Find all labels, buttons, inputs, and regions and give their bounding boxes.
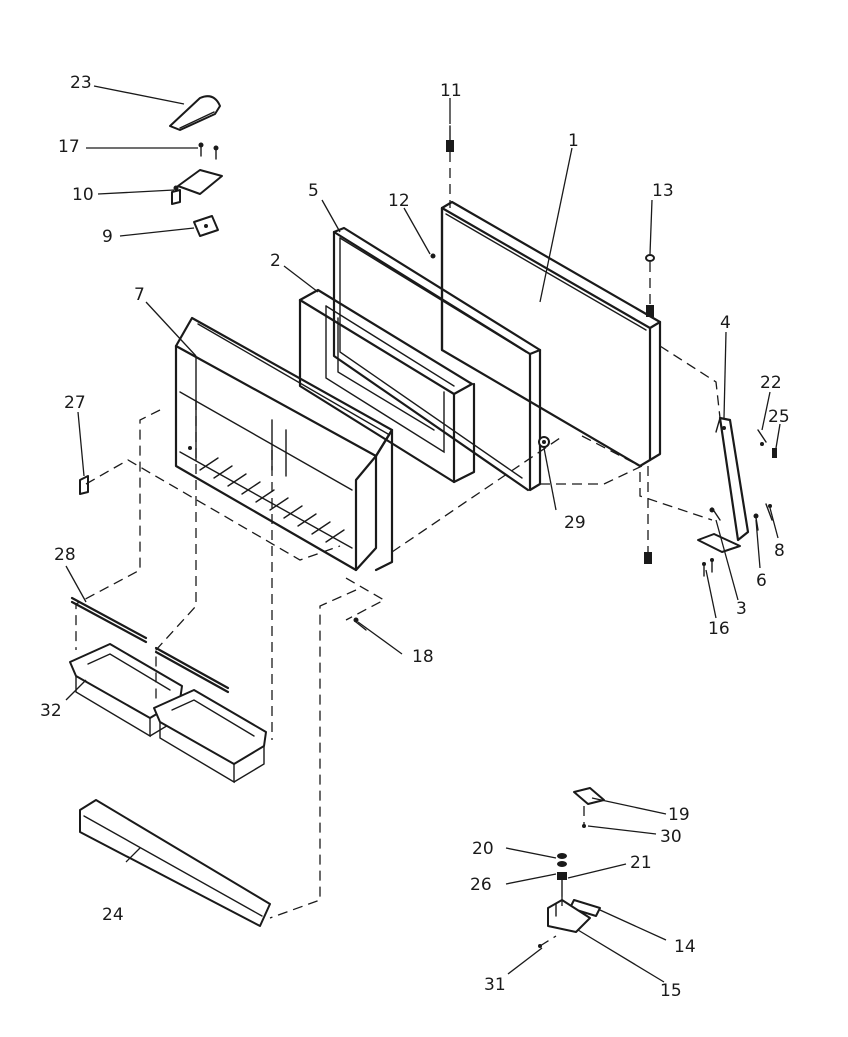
part-12-door-stop[interactable]: [430, 253, 436, 259]
part-28-bin-rail-2[interactable]: [154, 646, 230, 694]
part-15-lower-hinge[interactable]: [547, 899, 591, 933]
callout-25: 25: [768, 407, 790, 427]
part-24-trim-strip[interactable]: [79, 799, 271, 927]
callout-5: 5: [308, 181, 319, 201]
leader-lines: [65, 85, 781, 983]
callout-28: 28: [54, 545, 76, 565]
part-27-clip[interactable]: [79, 475, 89, 495]
callout-6-upper: 6: [756, 571, 767, 591]
callout-31: 31: [484, 975, 506, 995]
callout-11: 11: [440, 81, 462, 101]
callout-30: 30: [660, 827, 682, 847]
callout-17: 17: [58, 137, 80, 157]
part-25-screw[interactable]: [772, 448, 777, 458]
part-20-washer[interactable]: [557, 853, 567, 867]
part-11-hinge-pin[interactable]: [446, 125, 454, 152]
part-18-screw[interactable]: [353, 617, 367, 631]
part-10-hinge-bracket[interactable]: [171, 169, 223, 205]
part-7-door-liner[interactable]: [174, 316, 394, 572]
part-28-bin-rail[interactable]: [70, 596, 148, 644]
part-32-door-bin-right[interactable]: [153, 689, 267, 784]
callout-29: 29: [564, 513, 586, 533]
callout-4: 4: [720, 313, 731, 333]
part-3-hinge-pin[interactable]: [709, 507, 721, 521]
callout-3: 3: [736, 599, 747, 619]
callout-13: 13: [652, 181, 674, 201]
callout-24: 24: [102, 905, 124, 925]
part-4-hinge-bracket[interactable]: [697, 416, 750, 553]
callout-18: 18: [412, 647, 434, 667]
callout-16: 16: [708, 619, 730, 639]
callout-19: 19: [668, 805, 690, 825]
callout-15: 15: [660, 981, 682, 1001]
part-9-hinge-plate[interactable]: [193, 215, 219, 237]
part-19-bracket[interactable]: [573, 787, 605, 805]
callout-labels: 23 17 10 9 11 1 12 5 13 2 7 27 4 22 25 2…: [40, 73, 790, 1001]
callout-26: 26: [470, 875, 492, 895]
alignment-lines: [75, 152, 721, 947]
part-22-screw[interactable]: [757, 429, 767, 446]
callout-27: 27: [64, 393, 86, 413]
callout-1: 1: [568, 131, 579, 151]
part-17-screws[interactable]: [198, 142, 219, 160]
callout-8: 8: [774, 541, 785, 561]
part-23-hinge-cover[interactable]: [169, 95, 221, 131]
callout-14: 14: [674, 937, 696, 957]
callout-2: 2: [270, 251, 281, 271]
part-lower-hinge-bushing[interactable]: [644, 552, 652, 564]
part-26-spacer[interactable]: [557, 872, 567, 880]
callout-7: 7: [134, 285, 145, 305]
part-29-screw[interactable]: [538, 436, 550, 448]
callout-21: 21: [630, 853, 652, 873]
callout-20: 20: [472, 839, 494, 859]
callout-9: 9: [102, 227, 113, 247]
part-16-screws[interactable]: [702, 558, 714, 577]
part-5-door-gasket[interactable]: [332, 226, 542, 492]
part-8-screw[interactable]: [765, 503, 773, 521]
callout-22: 22: [760, 373, 782, 393]
callout-23: 23: [70, 73, 92, 93]
callout-32: 32: [40, 701, 62, 721]
part-13-bushing[interactable]: [645, 254, 655, 317]
callout-10: 10: [72, 185, 94, 205]
callout-12: 12: [388, 191, 410, 211]
part-2-inner-door-frame[interactable]: [298, 288, 476, 484]
